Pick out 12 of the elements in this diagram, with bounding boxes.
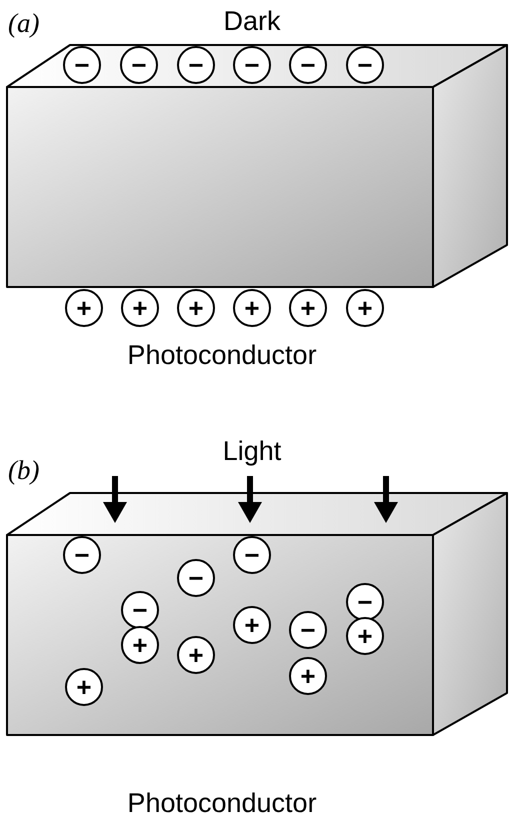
caption-text: Dark xyxy=(224,6,280,37)
charge-circle: + xyxy=(177,289,215,327)
charge-circle: + xyxy=(121,289,159,327)
charge-circle: + xyxy=(289,289,327,327)
caption-text: Light xyxy=(222,436,282,467)
caption-text: Photoconductor xyxy=(127,340,317,371)
charge-circle: + xyxy=(65,289,103,327)
caption-text: Photoconductor xyxy=(127,788,317,819)
panel-label: (a) xyxy=(8,8,40,39)
charge-circle: + xyxy=(346,289,384,327)
panel-label: (b) xyxy=(8,455,40,486)
charge-circle: + xyxy=(233,289,271,327)
